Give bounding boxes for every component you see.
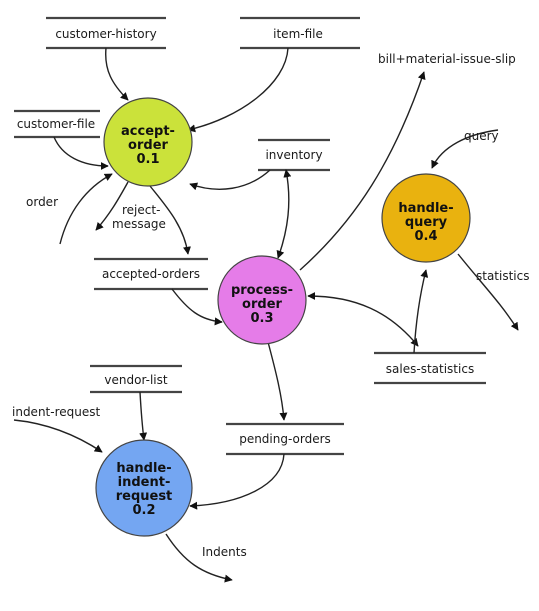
flow-process-order-to-bill xyxy=(299,71,426,271)
flow-label-reject-message-2: message xyxy=(112,217,166,231)
store-vendor-list: vendor-list xyxy=(90,364,182,394)
process-circle xyxy=(103,97,193,187)
process-label-line1: handle- xyxy=(398,201,453,216)
flow-indent-request-to-handle-indent xyxy=(13,419,103,453)
process-label-line2: indent- xyxy=(118,475,171,490)
process-label-line1: accept- xyxy=(121,124,175,139)
store-label: inventory xyxy=(265,148,322,162)
process-handle-query: handle- query 0.4 xyxy=(381,173,471,263)
process-number: 0.2 xyxy=(132,503,155,518)
flow-process-order-to-pending-orders xyxy=(267,341,288,421)
store-customer-file: customer-file xyxy=(14,109,100,139)
store-label: customer-history xyxy=(55,27,156,41)
flow-process-order-sales-statistics xyxy=(307,292,419,347)
process-circle xyxy=(95,439,193,537)
process-circle xyxy=(381,173,471,263)
flow-label-bill-material: bill+material-issue-slip xyxy=(378,52,516,66)
flow-query-to-handle-query xyxy=(431,129,499,169)
process-process-order: process- order 0.3 xyxy=(217,255,307,345)
process-label-line1: process- xyxy=(231,283,293,298)
process-label-line1: handle- xyxy=(116,461,171,476)
process-label-line2: order xyxy=(128,138,168,153)
flow-accept-order-to-accepted-orders xyxy=(149,185,191,255)
flow-label-indents: Indents xyxy=(202,545,247,559)
flow-label-reject-message-1: reject- xyxy=(122,203,160,217)
process-label-line2: query xyxy=(405,215,448,230)
flow-label-indent-request: indent-request xyxy=(12,405,100,419)
flow-item-file-to-accept-order xyxy=(187,47,289,133)
store-label: sales-statistics xyxy=(386,362,474,376)
flow-vendor-list-to-handle-indent xyxy=(139,391,148,441)
process-circle xyxy=(217,255,307,345)
flow-reject-message xyxy=(95,181,129,231)
process-label-line2: order xyxy=(242,297,282,312)
store-item-file: item-file xyxy=(240,16,360,50)
flow-sales-statistics-to-handle-query xyxy=(413,269,429,354)
store-pending-orders: pending-orders xyxy=(226,422,344,456)
flow-label-statistics: statistics xyxy=(476,269,530,283)
store-accepted-orders: accepted-orders xyxy=(94,257,208,291)
flow-customer-history-to-accept-order xyxy=(105,47,129,101)
flow-label-query: query xyxy=(464,129,499,143)
flow-statistics xyxy=(457,253,519,331)
flow-customer-file-to-accept-order xyxy=(53,136,109,170)
flow-order-to-accept-order xyxy=(59,173,113,245)
process-number: 0.1 xyxy=(136,152,159,167)
store-customer-history: customer-history xyxy=(46,16,166,50)
store-label: customer-file xyxy=(17,117,95,131)
process-number: 0.4 xyxy=(414,229,437,244)
store-label: item-file xyxy=(273,27,323,41)
process-handle-indent-request: handle- indent- request 0.2 xyxy=(95,439,193,537)
flow-inventory-process-order xyxy=(276,169,292,259)
store-sales-statistics: sales-statistics xyxy=(374,351,486,385)
store-label: accepted-orders xyxy=(102,267,200,281)
flow-inventory-to-accept-order xyxy=(189,169,271,191)
store-inventory: inventory xyxy=(258,138,330,172)
process-accept-order: accept- order 0.1 xyxy=(103,97,193,187)
flow-label-order: order xyxy=(26,195,58,209)
flow-indents xyxy=(165,533,233,583)
store-label: pending-orders xyxy=(239,432,331,446)
process-label-line3: request xyxy=(116,489,173,504)
flow-pending-orders-to-handle-indent xyxy=(189,453,285,510)
process-number: 0.3 xyxy=(250,311,273,326)
store-label: vendor-list xyxy=(104,373,167,387)
flow-accepted-orders-to-process-order xyxy=(171,288,223,326)
